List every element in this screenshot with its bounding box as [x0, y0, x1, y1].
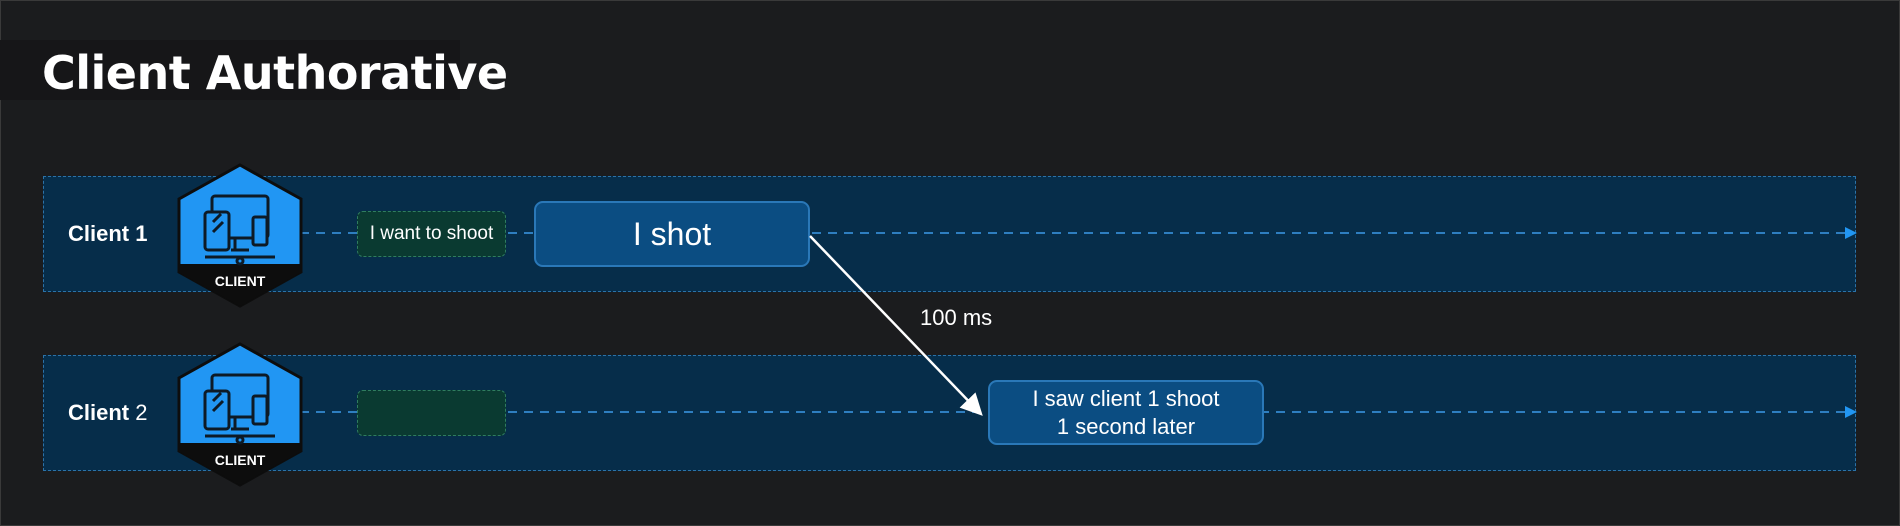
client-icon-caption: CLIENT — [215, 452, 266, 468]
event-box-i-shot: I shot — [534, 201, 810, 267]
event-box-line-1: I saw client 1 shoot — [1032, 385, 1220, 411]
intent-box-client-1: I want to shoot — [357, 211, 506, 257]
client-1-hexagon-icon: CLIENT — [177, 163, 303, 308]
client-icon-caption: CLIENT — [215, 273, 266, 289]
lane-label-bold: Client 1 — [68, 221, 148, 246]
title-bar — [0, 40, 460, 100]
lane-label-client-2: Client 2 — [68, 400, 147, 426]
latency-arrow-line — [809, 235, 983, 416]
lane-label-bold: Client — [68, 400, 130, 425]
client-2-hexagon-icon: CLIENT — [177, 342, 303, 487]
event-box-client-2-saw: I saw client 1 shoot 1 second later — [988, 380, 1264, 445]
event-box-line-2: 1 second later — [1056, 413, 1196, 439]
latency-label: 100 ms — [920, 305, 993, 330]
intent-box-client-2 — [357, 390, 506, 436]
lane-label-rest: 2 — [129, 400, 148, 425]
lane-label-client-1: Client 1 — [68, 221, 147, 247]
page-title: Client Authorative — [42, 46, 508, 100]
